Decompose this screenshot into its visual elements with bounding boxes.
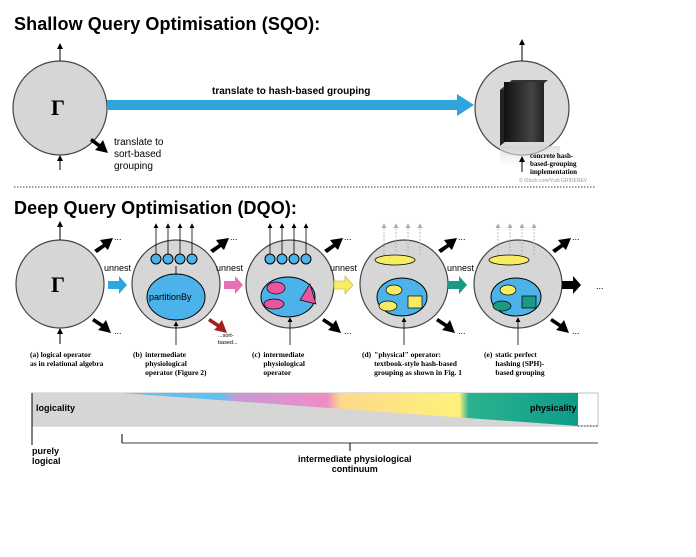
ellipsis: ... (596, 281, 604, 291)
black-box-icon (504, 82, 544, 142)
sort-based-label: ...sort- based... (218, 333, 238, 346)
ellipsis: ... (572, 326, 580, 336)
unnest-label: unnest (104, 263, 132, 273)
output-arrow-icon (92, 318, 111, 333)
output-arrow-icon (94, 238, 113, 253)
physicality-label: physicality (530, 403, 577, 413)
unnest-arrow-4 (448, 276, 467, 294)
caption-d: (d)"physical" operator: textbook-style h… (362, 350, 462, 377)
concrete-impl-label: concrete hash- based-grouping implementa… (530, 152, 578, 176)
dqo-title: Deep Query Optimisation (DQO): (14, 198, 298, 218)
caption-c: (c)intermediate physiological operator (252, 350, 306, 377)
continuum-label: intermediate physiological continuum (298, 454, 412, 474)
ellipsis: ... (458, 326, 466, 336)
caption-e: (e)static perfect hashing (SPH)- based g… (484, 350, 545, 377)
ellipsis: ... (114, 232, 122, 242)
ellipsis: ... (230, 232, 238, 242)
unnest-arrow-3 (333, 275, 354, 295)
hash-translate-arrow (107, 94, 474, 116)
ellipsis: ... (344, 326, 352, 336)
ellipsis: ... (458, 232, 466, 242)
unnest-label: unnest (447, 263, 475, 273)
translate-sort-label: translate to sort-based grouping (114, 137, 164, 172)
sort-arrow-icon (90, 138, 108, 153)
ellipsis: ... (114, 326, 122, 336)
logicality-label: logicality (36, 403, 76, 413)
sqo-gamma: Γ (51, 95, 65, 120)
partition-by-label: partitionBy (149, 292, 192, 302)
unnest-arrow-1 (108, 276, 127, 294)
ellipsis: ... (572, 232, 580, 242)
ellipsis: ... (344, 232, 352, 242)
purely-logical-label: purely logical (32, 446, 61, 466)
caption-a: (a) logical operator as in relational al… (30, 350, 104, 368)
copyright-text: © iStock.com/Yurii GRIDENEV (519, 178, 588, 184)
translate-hash-label: translate to hash-based grouping (212, 86, 371, 97)
dqo-gamma: Γ (51, 272, 65, 297)
unnest-arrow-2 (224, 276, 243, 294)
caption-b: (b)intermediate physiological operator (… (133, 350, 207, 377)
sort-based-arrow (208, 318, 227, 333)
unnest-label: unnest (330, 263, 358, 273)
sqo-title: Shallow Query Optimisation (SQO): (14, 14, 321, 34)
unnest-label: unnest (216, 263, 244, 273)
